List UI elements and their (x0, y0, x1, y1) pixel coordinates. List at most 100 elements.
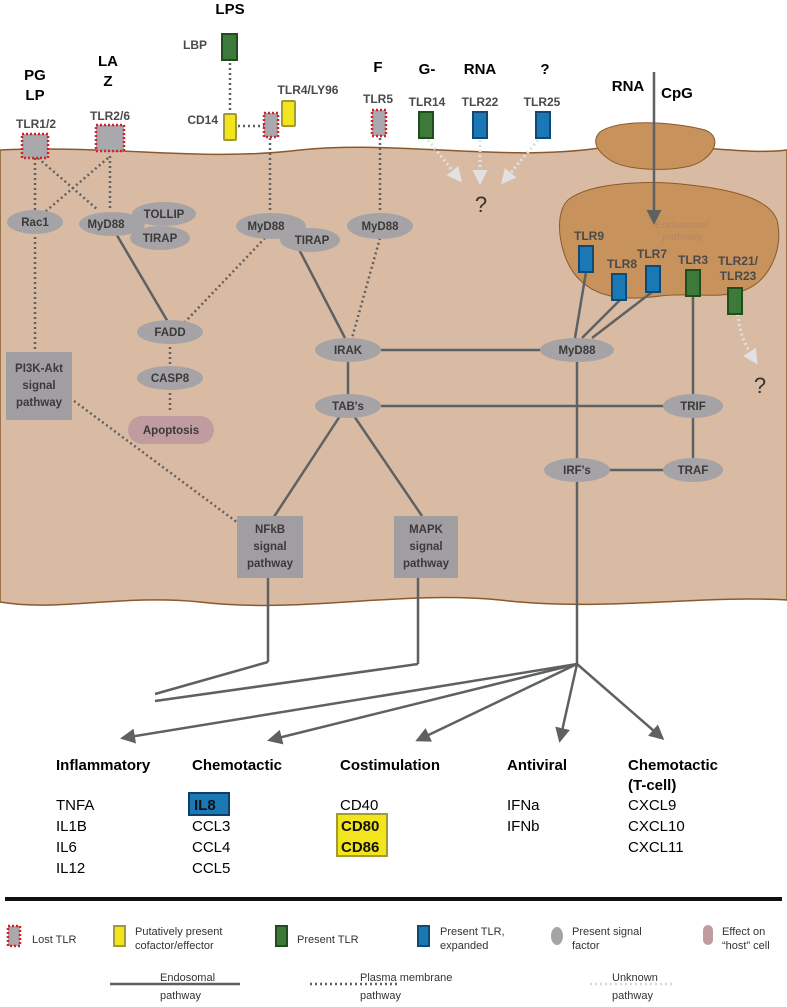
apoptosis-pill (128, 416, 214, 444)
tlr25-expanded-icon (535, 111, 551, 139)
node-tabs (315, 394, 381, 418)
legend-unknown-label-2: pathway (612, 990, 653, 1002)
label-tlr12: TLR1/2 (16, 117, 56, 131)
node-traf (663, 458, 723, 482)
legend-lost-icon (6, 924, 22, 948)
ligand-f: F (373, 59, 382, 76)
signal-factors (7, 202, 723, 482)
legend-unknown-label: Unknown (612, 972, 658, 984)
output-item-cd86: CD86 (341, 839, 379, 856)
label-tlr4: TLR4/LY96 (278, 83, 339, 97)
ligand-unknown: ? (540, 61, 549, 78)
myd88-c-label: MyD88 (361, 221, 399, 233)
output-title-chemotactic: Chemotactic (192, 757, 282, 774)
endosome (559, 182, 780, 299)
output-item: IL1B (56, 818, 87, 835)
ligand-lps: LPS (215, 1, 244, 18)
tabs-label: TAB's (332, 401, 364, 413)
tollip-label: TOLLIP (144, 209, 185, 221)
unknown-pathways (426, 139, 758, 365)
tlr3-present-icon (685, 269, 701, 297)
tirap-b-label: TIRAP (295, 235, 330, 247)
legend-effect-icon (703, 925, 713, 945)
apoptosis-label: Apoptosis (143, 425, 199, 437)
output-item: CCL4 (192, 839, 230, 856)
endosome-label: Endosomal (655, 220, 709, 231)
nfkb-box (237, 516, 303, 578)
tlr26-lost-icon (94, 123, 126, 153)
output-item: IL12 (56, 860, 85, 877)
nfkb-label-3: pathway (247, 558, 294, 570)
pi3k-label-2: signal (22, 380, 55, 392)
lbp-present-icon (221, 33, 238, 61)
legend-endosomal-label: Endosomal (160, 972, 215, 984)
node-myd88-c (347, 213, 413, 239)
ly96-putative-icon (281, 100, 296, 127)
pi3k-label-3: pathway (16, 397, 63, 409)
ligand-pg: PG (24, 67, 46, 84)
ligand-z: Z (103, 73, 112, 90)
legend-present-label: Present TLR (297, 934, 359, 946)
tlr22-expanded-icon (472, 111, 488, 139)
casp8-label: CASP8 (151, 373, 190, 385)
myd88-b-label: MyD88 (247, 221, 285, 233)
node-myd88-a (79, 212, 145, 236)
mapk-label-2: signal (409, 541, 442, 553)
label-tlr2123-b: TLR23 (720, 269, 757, 283)
label-tlr22: TLR22 (462, 95, 499, 109)
endosomal-unknown-mark: ? (754, 373, 766, 398)
label-tlr2123: TLR21/ (718, 254, 759, 268)
tlr12-lost-icon (20, 132, 50, 160)
legend-signal-label-2: factor (572, 940, 600, 952)
mapk-label-3: pathway (403, 558, 450, 570)
node-tollip (132, 202, 196, 226)
output-item: TNFA (56, 797, 94, 814)
label-lbp: LBP (183, 38, 207, 52)
fadd-label: FADD (154, 327, 185, 339)
output-item: CCL3 (192, 818, 230, 835)
legend-plasma-label: Plasma membrane (360, 972, 452, 984)
node-casp8 (137, 366, 203, 390)
tlr4-lost-icon (262, 111, 280, 139)
endosome-label-2: pathway (662, 232, 702, 243)
legend-putative-label-2: cofactor/effector (135, 940, 214, 952)
output-title-costimulation: Costimulation (340, 757, 440, 774)
label-tlr5: TLR5 (363, 92, 393, 106)
ligand-lp: LP (25, 87, 44, 104)
irak-label: IRAK (334, 345, 363, 357)
il8-highlight (188, 792, 230, 816)
traf-label: TRAF (678, 465, 709, 477)
mapk-label-1: MAPK (409, 524, 444, 536)
label-tlr14: TLR14 (409, 95, 446, 109)
node-tirap-a (130, 226, 190, 250)
output-item: CXCL10 (628, 818, 685, 835)
unknown-target-mark: ? (475, 192, 487, 217)
legend-putative-icon (113, 925, 126, 947)
mapk-box (394, 516, 458, 578)
output-title-inflammatory: Inflammatory (56, 757, 151, 774)
pi3k-label-1: PI3K-Akt (15, 363, 63, 375)
output-item: CCL5 (192, 860, 230, 877)
cd80-cd86-highlight (336, 813, 388, 857)
output-item: IFNb (507, 818, 540, 835)
output-item: IL6 (56, 839, 77, 856)
label-tlr26: TLR2/6 (90, 109, 130, 123)
legend-signal-icon (551, 927, 563, 945)
nfkb-label-2: signal (253, 541, 286, 553)
node-irak (315, 338, 381, 362)
ligand-cpg: CpG (661, 85, 693, 102)
ligand-la: LA (98, 53, 118, 70)
tlr2123-present-icon (727, 287, 743, 315)
legend-present-icon (275, 925, 288, 947)
label-tlr9: TLR9 (574, 229, 604, 243)
node-fadd (137, 320, 203, 344)
pi3k-box (6, 352, 72, 420)
output-item-il8: IL8 (194, 797, 216, 814)
plasma-membrane-pathways (33, 58, 382, 528)
legend-expanded-label-2: expanded (440, 940, 488, 952)
legend-expanded-icon (417, 925, 430, 947)
node-trif (663, 394, 723, 418)
ligand-gneg: G- (419, 61, 436, 78)
tlr9-expanded-icon (578, 245, 594, 273)
output-item: CD40 (340, 797, 378, 814)
